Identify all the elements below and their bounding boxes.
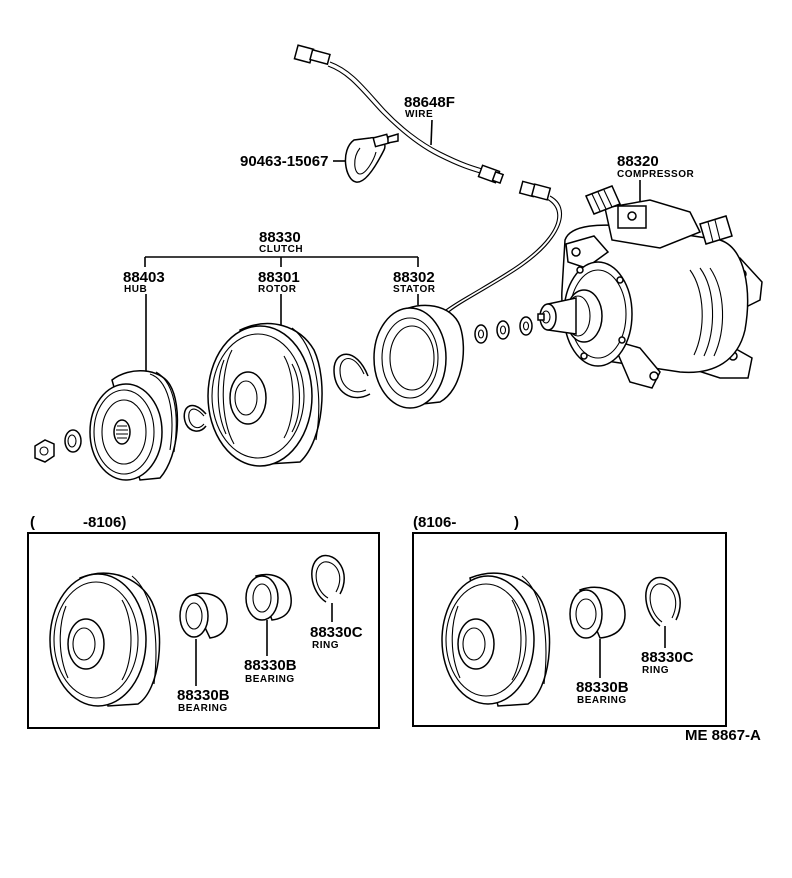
hub-nut bbox=[34, 439, 55, 463]
clutch-part-number: 88330 bbox=[259, 229, 301, 246]
clutch-bracket bbox=[144, 256, 419, 267]
inset-right-rotor bbox=[441, 572, 551, 707]
clamp-part-number: 90463-15067 bbox=[240, 153, 328, 170]
wire-connector-mid bbox=[477, 164, 505, 185]
inset-left-ring-name: RING bbox=[312, 640, 339, 651]
inset-left-bearing-2-number: 88330B bbox=[244, 657, 297, 674]
inset-left-frame bbox=[27, 532, 380, 729]
inset-left-bearing-2-name: BEARING bbox=[245, 674, 295, 685]
compressor-part-name: COMPRESSOR bbox=[617, 169, 695, 180]
wire-clamp bbox=[344, 132, 399, 183]
inset-right-bearing-name: BEARING bbox=[577, 695, 627, 706]
clutch-part-name: CLUTCH bbox=[259, 244, 303, 255]
shim-washers bbox=[474, 316, 533, 344]
wire-harness bbox=[293, 44, 563, 317]
hub-part-number: 88403 bbox=[123, 269, 165, 286]
compressor bbox=[537, 185, 763, 389]
snap-ring-large bbox=[333, 353, 371, 399]
compressor-part-number: 88320 bbox=[617, 153, 659, 170]
wire-connector-top bbox=[293, 44, 331, 66]
inset-right-ring bbox=[645, 576, 681, 627]
inset-left-bearing-1-name: BEARING bbox=[178, 703, 228, 714]
wire-part-number: 88648F bbox=[404, 94, 455, 111]
inset-right-ring-name: RING bbox=[642, 665, 669, 676]
inset-right-caption-close: ) bbox=[514, 514, 519, 531]
rotor-part-name: ROTOR bbox=[258, 284, 297, 295]
inset-left-caption-range: -8106) bbox=[83, 514, 126, 531]
rotor-part-number: 88301 bbox=[258, 269, 300, 286]
stator bbox=[373, 304, 465, 409]
inset-left-bearing-2 bbox=[245, 573, 292, 621]
inset-left-bearing-1-number: 88330B bbox=[177, 687, 230, 704]
inset-right-caption-range: (8106- bbox=[413, 514, 456, 531]
wire-part-name: WIRE bbox=[405, 109, 433, 120]
snap-ring-small bbox=[183, 404, 207, 432]
inset-left-caption-open: ( bbox=[30, 514, 35, 531]
hub bbox=[89, 369, 179, 481]
hub-part-name: HUB bbox=[124, 284, 147, 295]
inset-right-bearing-number: 88330B bbox=[576, 679, 629, 696]
stator-connector bbox=[518, 180, 552, 201]
rotor bbox=[207, 322, 323, 467]
inset-right-frame bbox=[412, 532, 727, 727]
wire-leader bbox=[430, 119, 433, 146]
inset-left-ring bbox=[311, 554, 345, 603]
inset-right-bearing bbox=[569, 586, 626, 639]
inset-left-rotor bbox=[49, 572, 161, 707]
stator-part-number: 88302 bbox=[393, 269, 435, 286]
inset-left-bearing-1 bbox=[179, 592, 228, 639]
stator-part-name: STATOR bbox=[393, 284, 436, 295]
hub-washer bbox=[64, 429, 82, 453]
inset-left-ring-number: 88330C bbox=[310, 624, 363, 641]
diagram-id: ME 8867-A bbox=[685, 727, 761, 744]
inset-right-ring-number: 88330C bbox=[641, 649, 694, 666]
